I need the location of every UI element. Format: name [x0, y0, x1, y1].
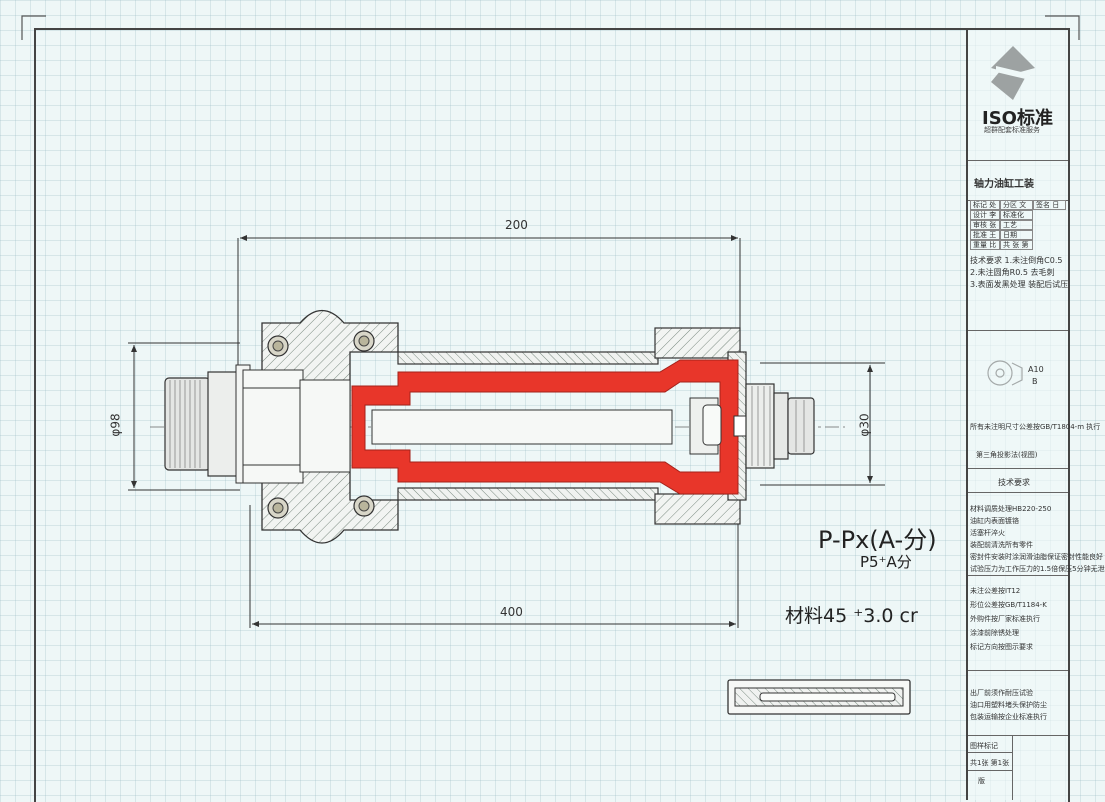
spec-cell: 共 张 第 张	[1000, 240, 1033, 250]
crop-marks	[21, 15, 1080, 40]
material-note: 材料45 ⁺3.0 cr	[785, 605, 918, 627]
note-line: 3.表面发黑处理 装配后试压	[970, 280, 1069, 289]
dim-top-length: 200	[505, 218, 528, 232]
spec-cell: 批准 王	[970, 230, 1000, 240]
spec-cell: 标准化	[1000, 210, 1033, 220]
tech-note: 材料调质处理HB220-250	[970, 505, 1052, 513]
spec-cell: 设计 李	[970, 210, 1000, 220]
tech-note: 未注公差按IT12	[970, 587, 1021, 595]
drawing-title: 轴力油缸工装	[974, 179, 1034, 190]
section-main-label: P-Px(A-分)	[818, 526, 937, 554]
tech-note: 活塞杆淬火	[970, 529, 1005, 537]
tech-note: 密封件安装时涂润滑油脂保证密封性能良好	[970, 553, 1103, 561]
tech-note: 试验压力为工作压力的1.5倍保压5分钟无泄漏	[970, 565, 1105, 573]
piston-highlight	[351, 359, 739, 495]
detail-part	[727, 679, 911, 715]
spec-cell: 审核 张	[970, 220, 1000, 230]
title-block-divider	[1012, 735, 1013, 800]
left-flange	[242, 309, 399, 544]
bolt-heads	[267, 330, 375, 519]
title-block-divider	[968, 752, 1012, 753]
footer-row: 共1张 第1张	[970, 759, 1010, 767]
title-block-divider	[968, 670, 1068, 671]
symbol-sub: B	[1032, 377, 1038, 386]
tech-note: 涂漆前除锈处理	[970, 629, 1019, 637]
title-block-divider	[968, 492, 1068, 493]
title-block-divider	[968, 330, 1068, 331]
drawing-frame	[34, 28, 1070, 802]
title-block-divider	[968, 160, 1068, 161]
note-line: 技术要求 1.未注倒角C0.5	[970, 256, 1063, 265]
logo-text: ISO标准	[982, 108, 1053, 129]
dimension-right	[760, 362, 885, 486]
mid-note2: 第三角投影法(视图)	[976, 451, 1038, 459]
title-block-divider	[968, 735, 1068, 736]
symbol-text: A10	[1028, 365, 1044, 374]
logo-subtitle: 超群配套标准服务	[984, 126, 1040, 134]
spec-cell: 标记 处数	[970, 200, 1000, 210]
note-line: 2.未注圆角R0.5 去毛刺	[970, 268, 1055, 277]
tech-note: 装配前清洗所有零件	[970, 541, 1033, 549]
bottom-note: 出厂前须作耐压试验	[970, 689, 1033, 697]
dimension-left	[128, 342, 240, 491]
spec-cell: 重量 比例	[970, 240, 1000, 250]
right-connector	[745, 383, 815, 469]
title-block-divider	[968, 770, 1012, 771]
bottom-note: 包装运输按企业标准执行	[970, 713, 1047, 721]
spec-cell: 日期	[1000, 230, 1033, 240]
dimension-top	[237, 235, 741, 370]
title-block: ISO标准 超群配套标准服务 轴力油缸工装 标记 处数 分区 文件 签名 日期 …	[966, 30, 1105, 800]
tech-note: 油缸内表面镀铬	[970, 517, 1019, 525]
footer-row: 版	[978, 777, 985, 785]
section-sub-label: P5⁺A分	[860, 553, 912, 571]
title-block-divider	[968, 575, 1068, 576]
dim-bottom-length: 400	[500, 605, 523, 619]
spec-cell: 分区 文件	[1000, 200, 1033, 210]
spec-cell: 签名 日期	[1033, 200, 1066, 210]
tech-note: 外购件按厂家标准执行	[970, 615, 1040, 623]
inner-rod	[371, 397, 747, 455]
footer-row: 图样标记	[970, 742, 998, 750]
section-label: 技术要求	[998, 478, 1030, 487]
spec-cell: 工艺	[1000, 220, 1033, 230]
title-block-divider	[968, 468, 1068, 469]
dim-right-height: φ30	[857, 413, 872, 437]
tech-note: 形位公差按GB/T1184-K	[970, 601, 1047, 609]
bottom-note: 油口用塑料堵头保护防尘	[970, 701, 1047, 709]
tech-note: 标记方向按图示要求	[970, 643, 1033, 651]
dim-left-height: φ98	[108, 413, 123, 437]
mid-note: 所有未注明尺寸公差按GB/T1804-m 执行	[970, 423, 1101, 431]
